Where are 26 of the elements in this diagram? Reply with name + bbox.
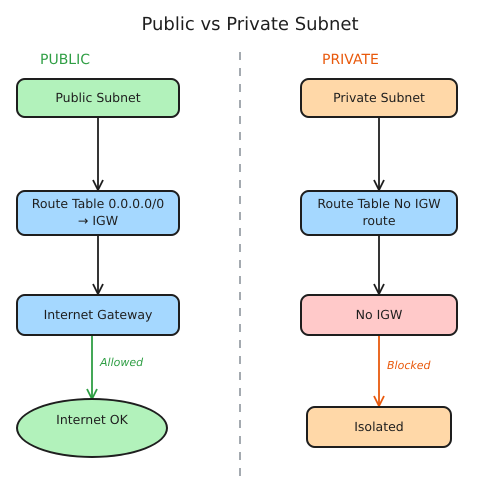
process-box: [306, 406, 452, 448]
node-label: Route Table No IGW route: [316, 196, 442, 230]
diagram-title: Public vs Private Subnet: [140, 14, 360, 35]
edge-label: Blocked: [385, 359, 433, 372]
column-heading: PUBLIC: [40, 52, 90, 68]
arrow: [373, 336, 385, 407]
node-label: No IGW: [356, 306, 402, 324]
arrow: [92, 236, 104, 295]
column-heading: PRIVATE: [322, 52, 379, 68]
arrow: [373, 118, 385, 191]
process-box: [16, 190, 180, 236]
node-label: Private Subnet: [333, 90, 425, 106]
process-box: [300, 78, 458, 118]
process-box: [16, 294, 180, 336]
process-box: [300, 294, 458, 336]
node-label: Route Table 0.0.0.0/0 → IGW: [30, 196, 166, 230]
arrow: [92, 118, 104, 191]
node-label: Public Subnet: [55, 90, 141, 106]
process-box: [300, 190, 458, 236]
node-label: Isolated: [354, 418, 404, 436]
edge-label: Allowed: [98, 356, 146, 368]
node-label: Internet Gateway: [44, 306, 152, 324]
arrow: [373, 236, 385, 295]
process-box: [16, 78, 180, 118]
node-label: Internet OK: [56, 412, 128, 429]
arrow: [86, 336, 98, 400]
